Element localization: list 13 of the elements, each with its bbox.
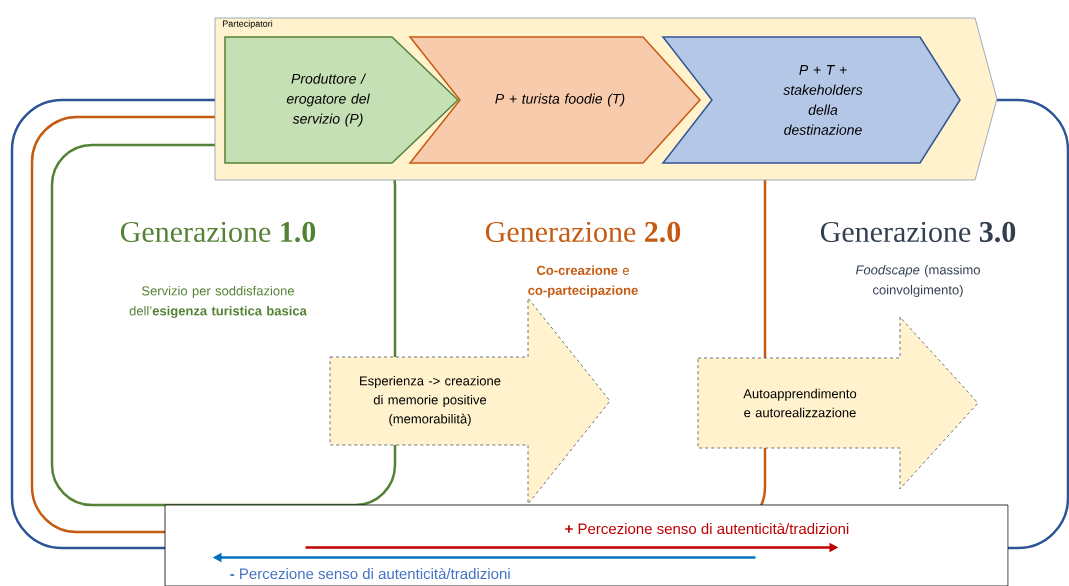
generation-description: Co-creazione e co-partecipazione — [528, 265, 638, 298]
generation-heading: Generazione 2.0 — [485, 221, 681, 243]
chevron-callout: Autoapprendimento e autorealizzazione — [697, 316, 979, 490]
generation-description: Servizio per soddisfazione dell’esigenza turistica basica — [129, 285, 307, 319]
generation-heading: Generazione 3.0 — [820, 221, 1016, 243]
generation-description: Foodscape (massimo coinvolgimento) — [855, 264, 980, 298]
chevron-callout: Esperienza -> creazione di memorie positive (memorabilità) — [329, 297, 611, 505]
chevron-box: Produttore / erogatore del servizio (P) — [224, 36, 460, 164]
chevron-box: P + turista foodie (T) — [408, 36, 701, 164]
generation-heading: Generazione 1.0 — [120, 221, 316, 243]
chevron-box: P + T + stakeholders della destinazione — [661, 36, 961, 164]
perception-label: - Percezione senso di autenticità/tradizioni — [230, 567, 510, 580]
perception-label: + Percezione senso di autenticità/tradizioni — [565, 522, 849, 535]
